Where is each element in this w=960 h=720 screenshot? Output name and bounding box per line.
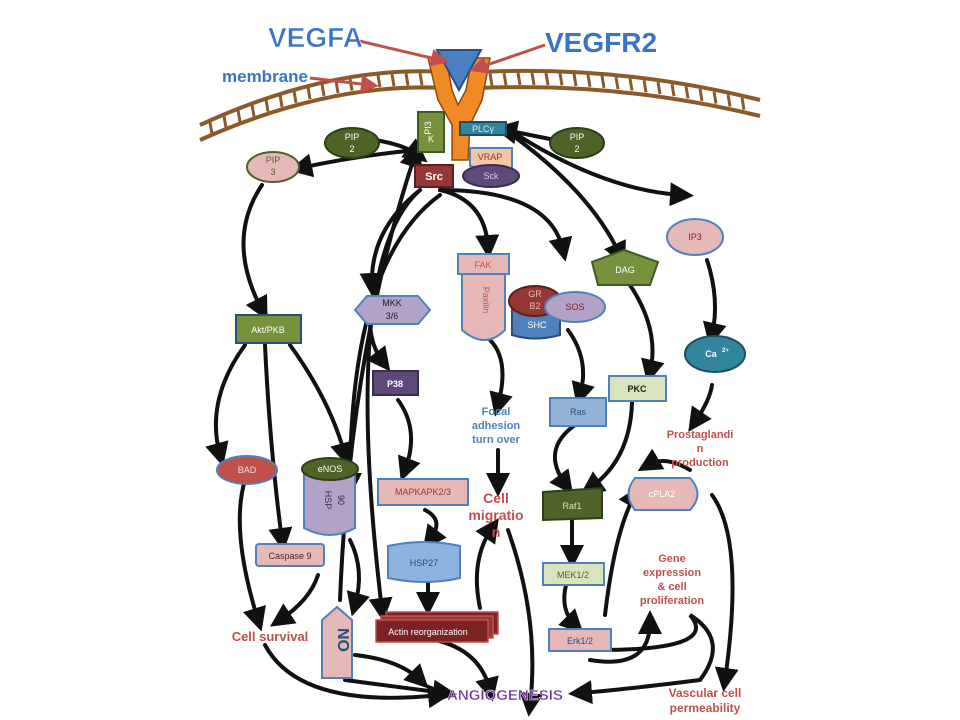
akt-pkb-node: Akt/PKB — [235, 314, 302, 344]
mek12-node: MEK1/2 — [542, 562, 605, 586]
svg-text:DAG: DAG — [615, 265, 635, 275]
angiogenesis-label: ANGIOGENESIS — [447, 687, 563, 704]
svg-text:GR: GR — [528, 289, 542, 299]
fak-paxilin-node: Paxilin FAK — [457, 253, 510, 341]
erk12-node: Erk1/2 — [548, 628, 612, 652]
svg-text:SOS: SOS — [565, 302, 584, 312]
svg-text:Vascular cell: Vascular cell — [669, 686, 742, 700]
svg-text:adhesion: adhesion — [472, 420, 521, 432]
vegfr2-receptor-shape — [427, 57, 491, 161]
no-node: NO — [321, 605, 353, 679]
enos-hsp90-node: HSP 90 eNOS — [301, 457, 359, 536]
mapkapk23-node: MAPKAPK2/3 — [377, 478, 469, 506]
pip3-node: PIP 3 — [246, 151, 300, 183]
cell-survival-label: Cell survival — [232, 629, 309, 644]
ras-node: Ras — [549, 397, 607, 427]
svg-text:proliferation: proliferation — [640, 595, 704, 607]
svg-text:permeability: permeability — [670, 701, 741, 715]
svg-text:migratio: migratio — [468, 507, 523, 523]
svg-text:NO: NO — [334, 628, 351, 652]
svg-text:Ca: Ca — [705, 349, 717, 359]
svg-text:Src: Src — [425, 171, 443, 183]
sck-node: Sck — [462, 164, 520, 188]
svg-text:Akt/PKB: Akt/PKB — [251, 325, 285, 335]
svg-text:PKC: PKC — [627, 384, 647, 394]
svg-text:HSP: HSP — [323, 491, 333, 510]
svg-text:3: 3 — [270, 167, 275, 177]
svg-text:turn over: turn over — [472, 434, 520, 446]
vegfa-title: VEGFA — [268, 22, 363, 53]
svg-text:expression: expression — [643, 567, 701, 579]
svg-text:PIP: PIP — [345, 132, 360, 142]
svg-text:Erk1/2: Erk1/2 — [567, 636, 593, 646]
calcium-node: Ca 2+ — [684, 335, 746, 373]
svg-text:Paxilin: Paxilin — [481, 287, 491, 314]
ip3-node: IP3 — [666, 218, 724, 256]
svg-text:PLCγ: PLCγ — [472, 124, 495, 134]
shc-grb2-sos-node: SHC GR B2 SOS — [508, 285, 606, 340]
svg-text:MEK1/2: MEK1/2 — [557, 570, 589, 580]
pi3k-node: PI3 K — [417, 111, 445, 153]
svg-text:Caspase 9: Caspase 9 — [268, 551, 311, 561]
svg-text:Prostaglandi: Prostaglandi — [667, 429, 734, 441]
caspase9-node: Caspase 9 — [255, 543, 325, 567]
svg-text:B2: B2 — [529, 301, 540, 311]
svg-text:PI3: PI3 — [423, 121, 433, 135]
svg-text:Gene: Gene — [658, 553, 686, 565]
pip2-left-node: PIP 2 — [324, 127, 380, 159]
pkc-node: PKC — [608, 375, 667, 402]
svg-text:Sck: Sck — [483, 171, 499, 181]
src-node: Src — [414, 164, 454, 188]
svg-text:SHC: SHC — [527, 320, 547, 330]
pip2-right-node: PIP 2 — [549, 127, 605, 159]
svg-text:VRAP: VRAP — [478, 152, 503, 162]
svg-text:cPLA2: cPLA2 — [649, 489, 676, 499]
vegfr2-title: VEGFR2 — [545, 27, 657, 58]
svg-text:HSP27: HSP27 — [410, 558, 439, 568]
plcg-node: PLCγ — [459, 121, 507, 136]
dag-node: DAG — [590, 248, 660, 286]
svg-text:& cell: & cell — [657, 581, 686, 593]
svg-text:eNOS: eNOS — [318, 464, 343, 474]
svg-text:PIP: PIP — [570, 132, 585, 142]
svg-text:3/6: 3/6 — [386, 311, 399, 321]
svg-text:Cell: Cell — [483, 490, 509, 506]
p38-node: P38 — [372, 370, 419, 396]
svg-text:MAPKAPK2/3: MAPKAPK2/3 — [395, 487, 451, 497]
svg-text:Actin reorganization: Actin reorganization — [388, 627, 468, 637]
mkk36-node: MKK 3/6 — [353, 295, 432, 325]
svg-text:PIP: PIP — [266, 155, 281, 165]
svg-text:BAD: BAD — [238, 465, 257, 475]
svg-text:Focal: Focal — [482, 406, 511, 418]
actin-reorganization-node: Actin reorganization — [375, 611, 499, 643]
svg-text:MKK: MKK — [382, 298, 402, 308]
raf1-node: Raf1 — [542, 486, 603, 522]
prostaglandin-label: Prostaglandi n production — [667, 429, 734, 469]
svg-text:P38: P38 — [387, 379, 403, 389]
cell-migration-label: Cell migratio n — [468, 490, 523, 540]
svg-text:2+: 2+ — [722, 348, 729, 354]
vascular-permeability-label: Vascular cell permeability — [669, 686, 742, 715]
svg-text:90: 90 — [336, 495, 346, 505]
svg-text:IP3: IP3 — [688, 232, 702, 242]
bad-node: BAD — [216, 455, 278, 485]
membrane-label: membrane — [222, 67, 308, 86]
svg-text:K: K — [428, 134, 434, 144]
focal-adhesion-label: Focal adhesion turn over — [472, 406, 521, 446]
svg-text:2: 2 — [349, 144, 354, 154]
svg-text:2: 2 — [574, 144, 579, 154]
cpla2-node: cPLA2 — [627, 477, 699, 511]
svg-text:FAK: FAK — [474, 260, 491, 270]
gene-expression-label: Gene expression & cell proliferation — [640, 553, 704, 607]
svg-text:Raf1: Raf1 — [562, 501, 581, 511]
svg-text:production: production — [671, 457, 729, 469]
svg-text:Ras: Ras — [570, 407, 587, 417]
svg-text:n: n — [697, 443, 704, 455]
membrane-bilayer — [199, 68, 761, 142]
hsp27-node: HSP27 — [387, 541, 461, 583]
svg-text:n: n — [492, 524, 501, 540]
